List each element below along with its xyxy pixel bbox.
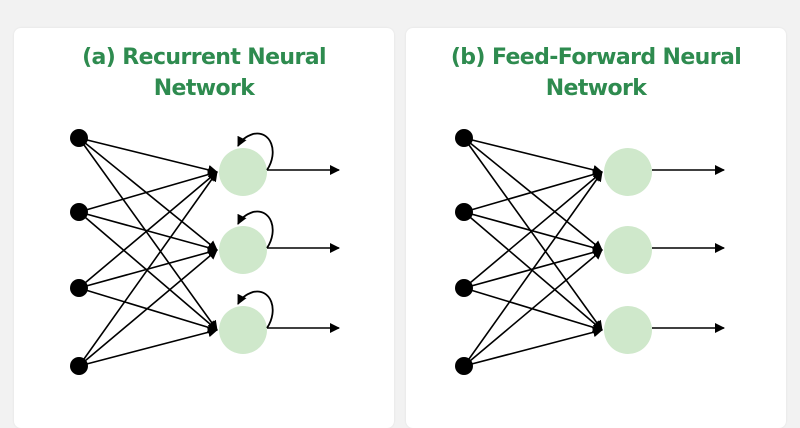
input-neuron	[70, 357, 88, 375]
connection-edge	[463, 171, 603, 367]
connection-edge	[463, 249, 603, 367]
panel-title-line2: Network	[153, 76, 255, 101]
connection-edge	[463, 211, 603, 331]
connection-edge	[463, 171, 603, 289]
recurrent-network-panel: (a) Recurrent Neural Network	[14, 28, 394, 428]
connection-edge	[78, 249, 218, 367]
panel-title: (b) Feed-Forward Neural Network	[406, 42, 786, 104]
output-neuron	[219, 226, 267, 274]
feed-forward-network-panel: (b) Feed-Forward Neural Network	[406, 28, 786, 428]
input-neuron	[70, 203, 88, 221]
connection-edge	[463, 327, 603, 367]
input-neuron	[455, 129, 473, 147]
recurrent-loop-arrow	[237, 132, 274, 171]
connection-edge	[78, 137, 218, 175]
connection-edge	[463, 169, 603, 213]
recurrent-loop-arrow	[237, 210, 274, 249]
connection-edge	[463, 137, 603, 251]
panel-title-line1: (a) Recurrent Neural	[82, 45, 326, 70]
feed-forward-network-diagram	[455, 129, 725, 375]
output-neuron	[604, 226, 652, 274]
panel-title-line1: (b) Feed-Forward Neural	[450, 45, 742, 70]
recurrent-loop-arrow	[237, 290, 274, 329]
connection-edge	[78, 327, 218, 367]
connection-edge	[78, 171, 218, 289]
connection-edge	[463, 137, 603, 175]
recurrent-network-diagram	[70, 129, 340, 375]
input-neuron	[70, 279, 88, 297]
output-neuron	[219, 148, 267, 196]
input-neuron	[455, 279, 473, 297]
input-neuron	[455, 203, 473, 221]
output-neuron	[604, 306, 652, 354]
input-neuron	[455, 357, 473, 375]
output-neuron	[219, 306, 267, 354]
connection-edge	[78, 137, 218, 251]
panel-title-line2: Network	[545, 76, 647, 101]
connection-edge	[78, 171, 218, 367]
connection-edge	[78, 211, 218, 331]
connection-edge	[463, 137, 603, 331]
input-neuron	[70, 129, 88, 147]
connection-edge	[78, 169, 218, 213]
output-neuron	[604, 148, 652, 196]
panel-title: (a) Recurrent Neural Network	[14, 42, 394, 104]
connection-edge	[78, 137, 218, 331]
